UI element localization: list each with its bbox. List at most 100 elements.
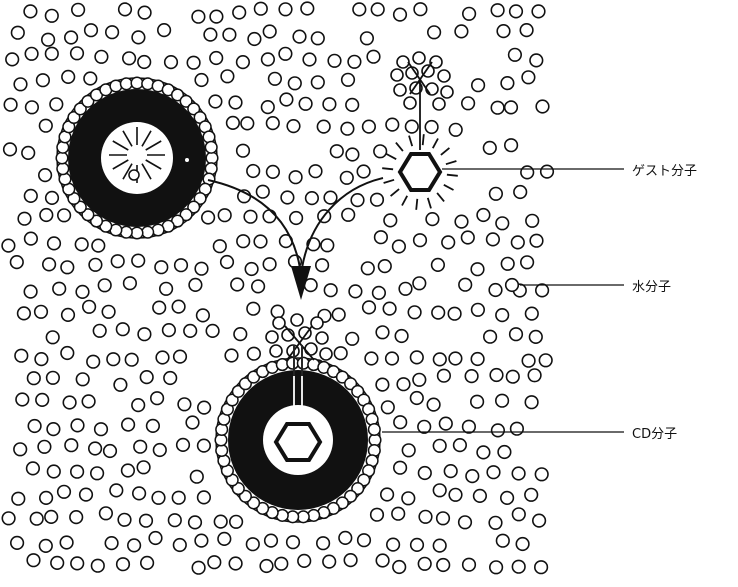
water-molecule	[437, 512, 450, 525]
water-molecule	[111, 255, 124, 268]
guest-hexagon	[400, 154, 440, 190]
water-molecule	[526, 307, 539, 320]
water-molecule	[165, 56, 178, 69]
guest-ray	[447, 175, 458, 176]
water-molecule	[63, 396, 76, 409]
water-molecule	[237, 56, 250, 69]
water-molecule	[174, 539, 187, 552]
water-molecule	[133, 487, 146, 500]
cd-bead	[121, 78, 133, 90]
water-molecule	[27, 554, 40, 567]
water-molecule	[334, 347, 347, 360]
water-molecule	[501, 77, 514, 90]
water-molecule	[432, 306, 445, 319]
water-molecule	[195, 74, 208, 87]
water-molecule	[210, 52, 223, 65]
water-molecule	[92, 239, 105, 252]
water-molecule	[30, 512, 43, 525]
water-molecule	[231, 278, 244, 291]
water-molecule	[198, 439, 211, 452]
water-molecule	[11, 26, 24, 39]
water-molecule	[437, 559, 450, 572]
water-molecule	[384, 214, 397, 227]
water-molecule	[76, 286, 89, 299]
water-molecule	[122, 464, 135, 477]
water-molecule	[342, 74, 355, 87]
water-molecule	[339, 532, 352, 545]
water-molecule	[172, 300, 185, 313]
water-molecule	[195, 262, 208, 275]
water-molecule	[117, 558, 130, 571]
water-molecule	[82, 395, 95, 408]
water-molecule	[541, 165, 554, 178]
water-molecule	[530, 54, 543, 67]
water-molecule	[35, 353, 48, 366]
water-molecule	[137, 461, 150, 474]
water-molecule	[160, 283, 173, 296]
water-molecule	[383, 302, 396, 315]
water-molecule	[279, 3, 292, 16]
water-molecule	[248, 33, 261, 46]
water-molecule	[498, 446, 511, 459]
water-molecule	[512, 560, 525, 573]
water-molecule	[269, 73, 282, 86]
water-molecule	[449, 489, 462, 502]
water-molecule	[414, 234, 427, 247]
water-molecule	[267, 166, 280, 179]
water-molecule	[218, 209, 231, 222]
water-molecule	[367, 50, 380, 63]
water-molecule	[186, 416, 199, 429]
water-molecule	[37, 74, 50, 87]
water-molecule	[387, 538, 400, 551]
water-molecule	[16, 393, 29, 406]
guest-ray	[396, 143, 403, 152]
water-molecule	[187, 56, 200, 69]
water-molecule	[413, 277, 426, 290]
water-molecule	[70, 511, 83, 524]
water-molecule	[87, 355, 100, 368]
water-molecule	[428, 26, 441, 39]
water-molecule	[496, 309, 509, 322]
water-molecule	[262, 53, 275, 66]
water-molecule	[397, 378, 410, 391]
water-molecule	[26, 101, 39, 114]
water-molecule	[357, 165, 370, 178]
water-molecule	[12, 492, 25, 505]
water-molecule	[525, 489, 538, 502]
water-molecule	[119, 3, 132, 16]
water-molecule	[107, 353, 120, 366]
water-molecule	[36, 394, 49, 407]
water-molecule	[433, 539, 446, 552]
water-molecule	[381, 488, 394, 501]
water-molecule	[394, 8, 407, 21]
water-molecule	[95, 51, 108, 64]
water-molecule	[248, 347, 261, 360]
water-molecule	[58, 486, 71, 499]
water-molecule	[100, 507, 113, 520]
cavity-water-molecule	[129, 170, 139, 180]
water-molecule	[442, 236, 455, 249]
water-molecule	[14, 443, 27, 456]
water-molecule	[406, 120, 419, 133]
guest-ray	[387, 154, 397, 159]
water-molecule	[393, 240, 406, 253]
water-molecule	[363, 301, 376, 314]
water-molecule	[247, 302, 260, 315]
water-molecule	[4, 98, 17, 111]
water-molecule	[386, 118, 399, 131]
water-molecule	[40, 492, 53, 505]
water-molecule	[361, 32, 374, 45]
water-molecule	[227, 117, 240, 130]
water-molecule	[514, 186, 527, 199]
water-molecule	[317, 537, 330, 550]
water-molecule	[290, 212, 303, 225]
inclusion-complex	[215, 314, 381, 523]
water-molecule	[237, 144, 250, 157]
water-molecule	[353, 3, 366, 16]
water-molecule	[198, 401, 211, 414]
water-molecule	[525, 396, 538, 409]
water-molecule	[463, 420, 476, 433]
cavity-dot	[185, 158, 189, 162]
water-molecule	[374, 145, 387, 158]
water-molecule	[287, 536, 300, 549]
